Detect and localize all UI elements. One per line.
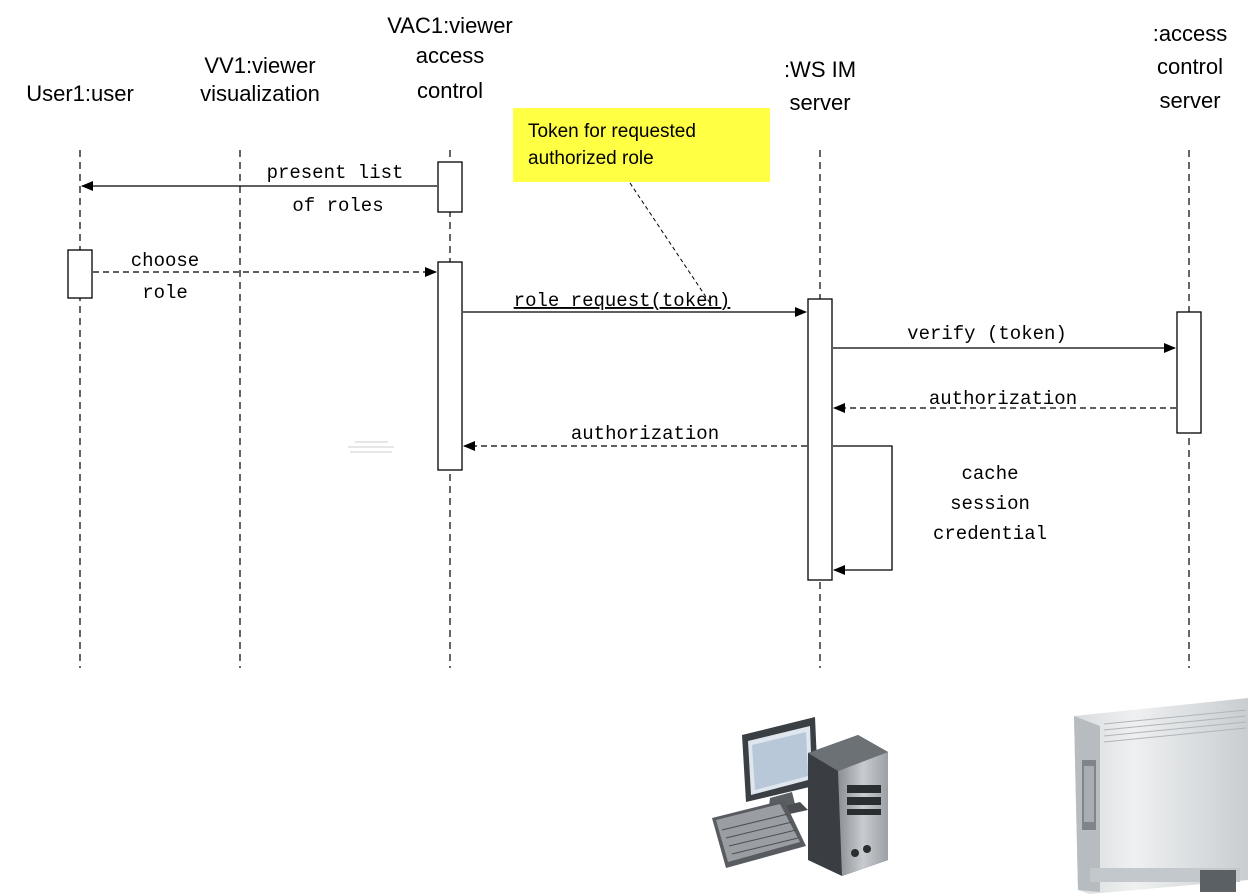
- participant-visualization-line1: VV1:viewer: [204, 53, 315, 78]
- participant-access-control: VAC1:viewer access control: [387, 13, 513, 103]
- participant-access-control-line2: access: [416, 43, 484, 68]
- participant-ac-server-line3: server: [1159, 88, 1220, 113]
- note-token: Token for requested authorized role: [513, 108, 770, 307]
- message-present-list-line1: present list: [267, 162, 404, 184]
- desktop-computer-icon: [712, 717, 888, 876]
- server-tower-icon: [1074, 698, 1248, 894]
- note-line1: Token for requested: [528, 121, 696, 142]
- message-verify-label: verify (token): [907, 323, 1067, 345]
- message-authorization-reply-label: authorization: [571, 423, 719, 445]
- message-cache-credential-line3: credential: [933, 523, 1047, 545]
- message-present-list: present list of roles: [81, 162, 437, 217]
- message-choose-role-line2: role: [142, 282, 188, 304]
- participant-user-line1: User1:user: [26, 81, 134, 106]
- participant-ac-server-line2: control: [1157, 54, 1223, 79]
- message-verify: verify (token): [833, 323, 1176, 353]
- message-cache-credential: cache session credential: [833, 445, 1047, 575]
- note-connector: [629, 182, 713, 307]
- note-line2: authorized role: [528, 148, 654, 169]
- participant-ws-im-server: :WS IM server: [784, 57, 856, 115]
- message-cache-credential-line1: cache: [961, 463, 1018, 485]
- participant-ws-im-line1: :WS IM: [784, 57, 856, 82]
- activation-ws-im-server: [807, 298, 833, 581]
- activation-access-control-1: [437, 161, 463, 213]
- message-present-list-line2: of roles: [292, 195, 383, 217]
- participant-visualization: VV1:viewer visualization: [200, 53, 320, 106]
- message-authorization-return-label: authorization: [929, 388, 1077, 410]
- participant-visualization-line2: visualization: [200, 81, 320, 106]
- message-role-request-label: role request(token): [514, 290, 731, 312]
- message-authorization-return: authorization: [833, 388, 1176, 413]
- activation-ac-server: [1176, 311, 1202, 434]
- participant-user: User1:user: [26, 81, 134, 106]
- message-choose-role: choose role: [93, 250, 437, 304]
- message-choose-role-line1: choose: [131, 250, 199, 272]
- activation-user: [67, 249, 93, 299]
- placeholder-graphic-lines: [348, 441, 394, 453]
- participant-ac-server: :access control server: [1153, 21, 1228, 113]
- message-cache-credential-line2: session: [950, 493, 1030, 515]
- message-role-request: role request(token): [463, 290, 807, 317]
- activation-access-control-2: [437, 261, 463, 471]
- participant-ac-server-line1: :access: [1153, 21, 1228, 46]
- participant-access-control-line1: VAC1:viewer: [387, 13, 513, 38]
- participant-access-control-line3: control: [417, 78, 483, 103]
- note-background: [513, 108, 770, 182]
- message-authorization-reply: authorization: [463, 423, 807, 451]
- participant-ws-im-line2: server: [789, 90, 850, 115]
